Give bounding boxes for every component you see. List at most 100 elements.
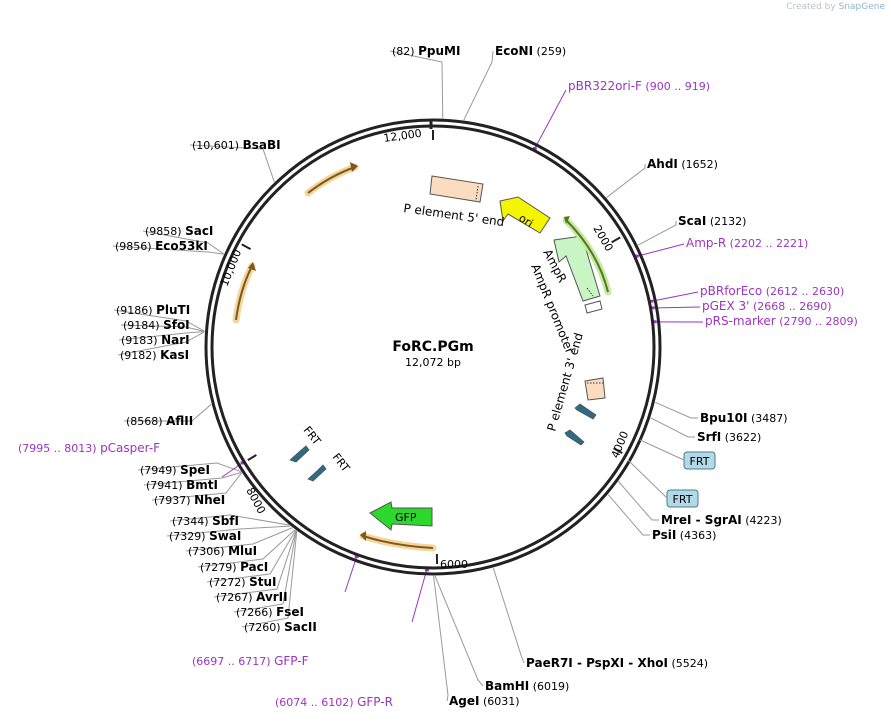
primer-label-prs-marker[interactable]: pRS-marker (2790 .. 2809) (705, 314, 858, 328)
enzyme-label-scai[interactable]: ScaI (2132) (678, 214, 746, 228)
primer-label-pcasper-f[interactable]: (7995 .. 8013) pCasper-F (18, 441, 160, 455)
ori-label: ori (516, 212, 535, 231)
enzyme-label-mrei-sgrai[interactable]: MreI - SgrAI (4223) (661, 513, 782, 527)
p-element-3-box[interactable] (584, 377, 606, 401)
enzyme-position: (5524) (668, 657, 708, 670)
enzyme-leader-avrii (213, 530, 297, 598)
orf-arc-3-glow (359, 532, 437, 552)
primer-name: pBR322ori-F (568, 79, 642, 93)
primer-name: Amp-R (686, 236, 726, 250)
primer-name: pRS-marker (705, 314, 776, 328)
primer-leader-pgex-3 (651, 306, 701, 309)
ori-arrow[interactable] (499, 196, 551, 234)
enzyme-position: (1652) (678, 158, 718, 171)
enzyme-label-aflii[interactable]: (8568) AflII (126, 414, 193, 428)
enzyme-label-swai[interactable]: (7329) SwaI (169, 529, 241, 543)
enzyme-label-spei[interactable]: (7949) SpeI (140, 463, 210, 477)
tick-mark-2000 (611, 236, 621, 244)
enzyme-leader-saci (142, 230, 225, 255)
enzyme-name: AvrII (256, 590, 288, 604)
ampr-promoter-box[interactable] (584, 300, 603, 314)
p-element-5-box[interactable] (429, 175, 484, 203)
enzyme-label-sbfi[interactable]: (7344) SbfI (172, 514, 239, 528)
enzyme-label-saci[interactable]: (9858) SacI (145, 224, 213, 238)
enzyme-label-stui[interactable]: (7272) StuI (209, 575, 276, 589)
enzyme-position: (82) (392, 45, 418, 58)
orf-arc-1[interactable] (307, 166, 356, 194)
enzyme-label-mlui[interactable]: (7306) MluI (188, 544, 257, 558)
primer-label-amp-r[interactable]: Amp-R (2202 .. 2221) (686, 236, 808, 250)
enzyme-leader-paer7i-pspxi-xhoi (492, 567, 525, 664)
enzyme-label-sacii[interactable]: (7260) SacII (244, 620, 317, 634)
primer-range: (2612 .. 2630) (762, 285, 844, 298)
enzyme-name: EcoNI (495, 44, 533, 58)
enzyme-leader-agei (433, 575, 449, 702)
enzyme-name: BmtI (186, 478, 218, 492)
enzyme-label-kasi[interactable]: (9182) KasI (120, 348, 189, 362)
enzyme-label-paer7i-pspxi-xhoi[interactable]: PaeR7I - PspXI - XhoI (5524) (526, 656, 708, 670)
enzyme-label-avrii[interactable]: (7267) AvrII (216, 590, 288, 604)
enzyme-label-ppumi[interactable]: (82) PpuMI (392, 44, 460, 58)
orf-arc-3[interactable] (362, 535, 434, 549)
enzyme-label-bmti[interactable]: (7941) BmtI (146, 478, 218, 492)
primer-range: (7995 .. 8013) (18, 442, 100, 455)
enzyme-name: SbfI (212, 514, 239, 528)
frt-arrow-1[interactable] (289, 445, 310, 463)
enzyme-label-nhei[interactable]: (7937) NheI (154, 493, 225, 507)
enzyme-label-bsabi[interactable]: (10,601) BsaBI (192, 138, 281, 152)
enzyme-leader-stui (206, 529, 297, 583)
enzyme-label-sfoi[interactable]: (9184) SfoI (123, 318, 190, 332)
primer-leader-pbr322ori-f (533, 89, 567, 150)
frt-box-2[interactable] (666, 489, 699, 508)
frt-arrow-2[interactable] (307, 464, 327, 482)
enzyme-label-fsei[interactable]: (7266) FseI (236, 605, 304, 619)
frt-box-1-leader (639, 439, 685, 461)
enzyme-position: (7272) (209, 576, 249, 589)
enzyme-label-pluti[interactable]: (9186) PluTI (116, 303, 190, 317)
primer-range: (900 .. 919) (642, 80, 710, 93)
frt-box-2-label: FRT (673, 493, 693, 506)
enzyme-label-bpu10i[interactable]: Bpu10I (3487) (700, 411, 788, 425)
primer-label-pgex-3[interactable]: pGEX 3' (2668 .. 2690) (702, 299, 832, 313)
primer-name: pGEX 3' (702, 299, 749, 313)
enzyme-label-ahdi[interactable]: AhdI (1652) (647, 157, 718, 171)
enzyme-name: Bpu10I (700, 411, 747, 425)
enzyme-label-eco53ki[interactable]: (9856) Eco53kI (115, 239, 208, 253)
enzyme-label-nari[interactable]: (9183) NarI (121, 333, 190, 347)
primer-label-gfp-r[interactable]: (6074 .. 6102) GFP-R (275, 695, 393, 709)
orf-arc-2[interactable] (235, 265, 253, 321)
enzyme-leader-nhei (151, 472, 243, 501)
enzyme-leader-econi (463, 50, 494, 121)
enzyme-label-paci[interactable]: (7279) PacI (200, 560, 268, 574)
enzyme-label-srfi[interactable]: SrfI (3622) (697, 430, 761, 444)
enzyme-position: (6031) (479, 695, 519, 708)
ampr-arc[interactable] (565, 219, 609, 293)
frt-arrow-4[interactable] (564, 429, 585, 446)
primer-label-pbr322ori-f[interactable]: pBR322ori-F (900 .. 919) (568, 79, 710, 93)
frt-arrow-3[interactable] (574, 403, 597, 420)
enzyme-leader-mrei-sgrai (618, 481, 659, 521)
gfp-label: GFP (395, 511, 417, 524)
enzyme-name: SrfI (697, 430, 721, 444)
primer-leader-gfp-r (411, 568, 428, 623)
enzyme-label-bamhi[interactable]: BamHI (6019) (485, 679, 569, 693)
primer-label-pbrforeco[interactable]: pBRforEco (2612 .. 2630) (700, 284, 844, 298)
enzyme-leader-sacii (241, 531, 298, 628)
primer-label-gfp-f[interactable]: (6697 .. 6717) GFP-F (192, 654, 309, 668)
enzyme-leader-srfi (650, 417, 695, 438)
enzyme-position: (7344) (172, 515, 212, 528)
gfp-arrow[interactable] (369, 501, 433, 531)
p-element-5-label: P element 5' end (403, 201, 506, 229)
enzyme-leader-paci (197, 529, 296, 568)
enzyme-leader-bpu10i (655, 401, 698, 419)
frt-box-1[interactable] (683, 451, 716, 470)
orf-arc-1-glow (304, 163, 359, 197)
enzyme-name: SacII (284, 620, 317, 634)
enzyme-label-econi[interactable]: EcoNI (259) (495, 44, 566, 58)
enzyme-label-psii[interactable]: PsiI (4363) (652, 528, 716, 542)
enzyme-leader-ahdi (606, 164, 646, 198)
enzyme-position: (7949) (140, 464, 180, 477)
enzyme-label-agei[interactable]: AgeI (6031) (449, 694, 520, 708)
orf-arc-1-head (350, 162, 358, 172)
enzyme-leader-spei (137, 462, 242, 473)
